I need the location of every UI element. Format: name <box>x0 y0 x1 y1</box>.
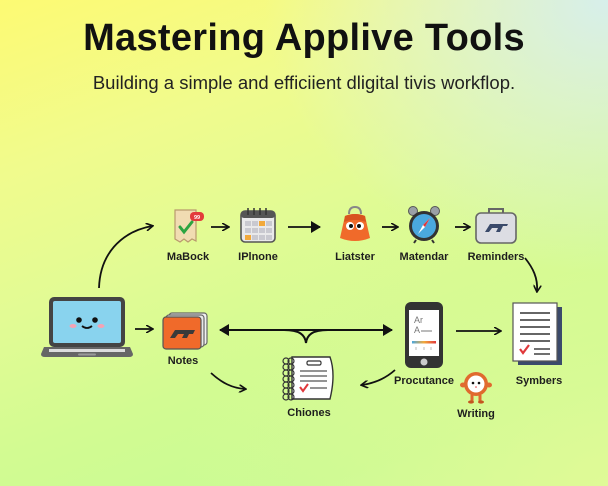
compass-clock-icon <box>408 206 440 244</box>
node-iphone[interactable] <box>239 206 277 249</box>
document-stack-icon <box>512 302 562 365</box>
node-writing[interactable] <box>458 369 494 410</box>
calendar-icon <box>240 208 276 243</box>
arrow-notes-to-chiones <box>210 372 245 389</box>
node-liatster[interactable] <box>337 204 373 249</box>
spiral-notepad-icon <box>282 356 334 401</box>
orange-bag-character-icon <box>340 205 370 241</box>
svg-text:Ar: Ar <box>414 315 423 325</box>
label-chiones: Chiones <box>287 407 331 419</box>
arrow-laptop-to-mabock <box>98 226 152 289</box>
label-liatster: Liatster <box>335 251 375 263</box>
label-writing: Writing <box>457 408 495 420</box>
label-mabock: MaBock <box>166 251 210 263</box>
node-mabock[interactable]: 99 <box>172 207 206 250</box>
smiling-laptop-icon <box>41 297 133 357</box>
checked-document-icon: 99 <box>174 209 204 243</box>
svg-text:99: 99 <box>194 215 200 221</box>
smartphone-icon: Ar A <box>405 302 443 368</box>
node-laptop[interactable] <box>40 295 134 364</box>
node-procutance[interactable]: Ar A <box>404 301 444 374</box>
node-chiones[interactable] <box>280 354 338 407</box>
label-procutance: Procutance <box>394 375 454 387</box>
briefcase-icon <box>475 208 517 244</box>
svg-text:A: A <box>414 325 420 335</box>
round-character-icon <box>460 372 492 404</box>
page-subtitle: Building a simple and efficiient dligita… <box>92 72 516 93</box>
orange-notebook-icon <box>162 312 208 350</box>
node-reminders[interactable] <box>474 205 518 250</box>
arrow-reminders-to-symbers <box>524 257 537 291</box>
label-iphone: IPlnone <box>238 251 278 263</box>
label-reminders: Reminders <box>467 251 525 263</box>
label-notes: Notes <box>167 355 199 367</box>
node-symbers[interactable] <box>512 302 566 373</box>
arrow-procutance-to-chiones <box>362 369 396 385</box>
label-symbers: Symbers <box>515 375 563 387</box>
node-notes[interactable] <box>161 311 209 356</box>
node-matendar[interactable] <box>406 205 442 250</box>
label-matendar: Matendar <box>399 251 449 263</box>
page-title: Mastering Applive Tools <box>83 17 525 59</box>
